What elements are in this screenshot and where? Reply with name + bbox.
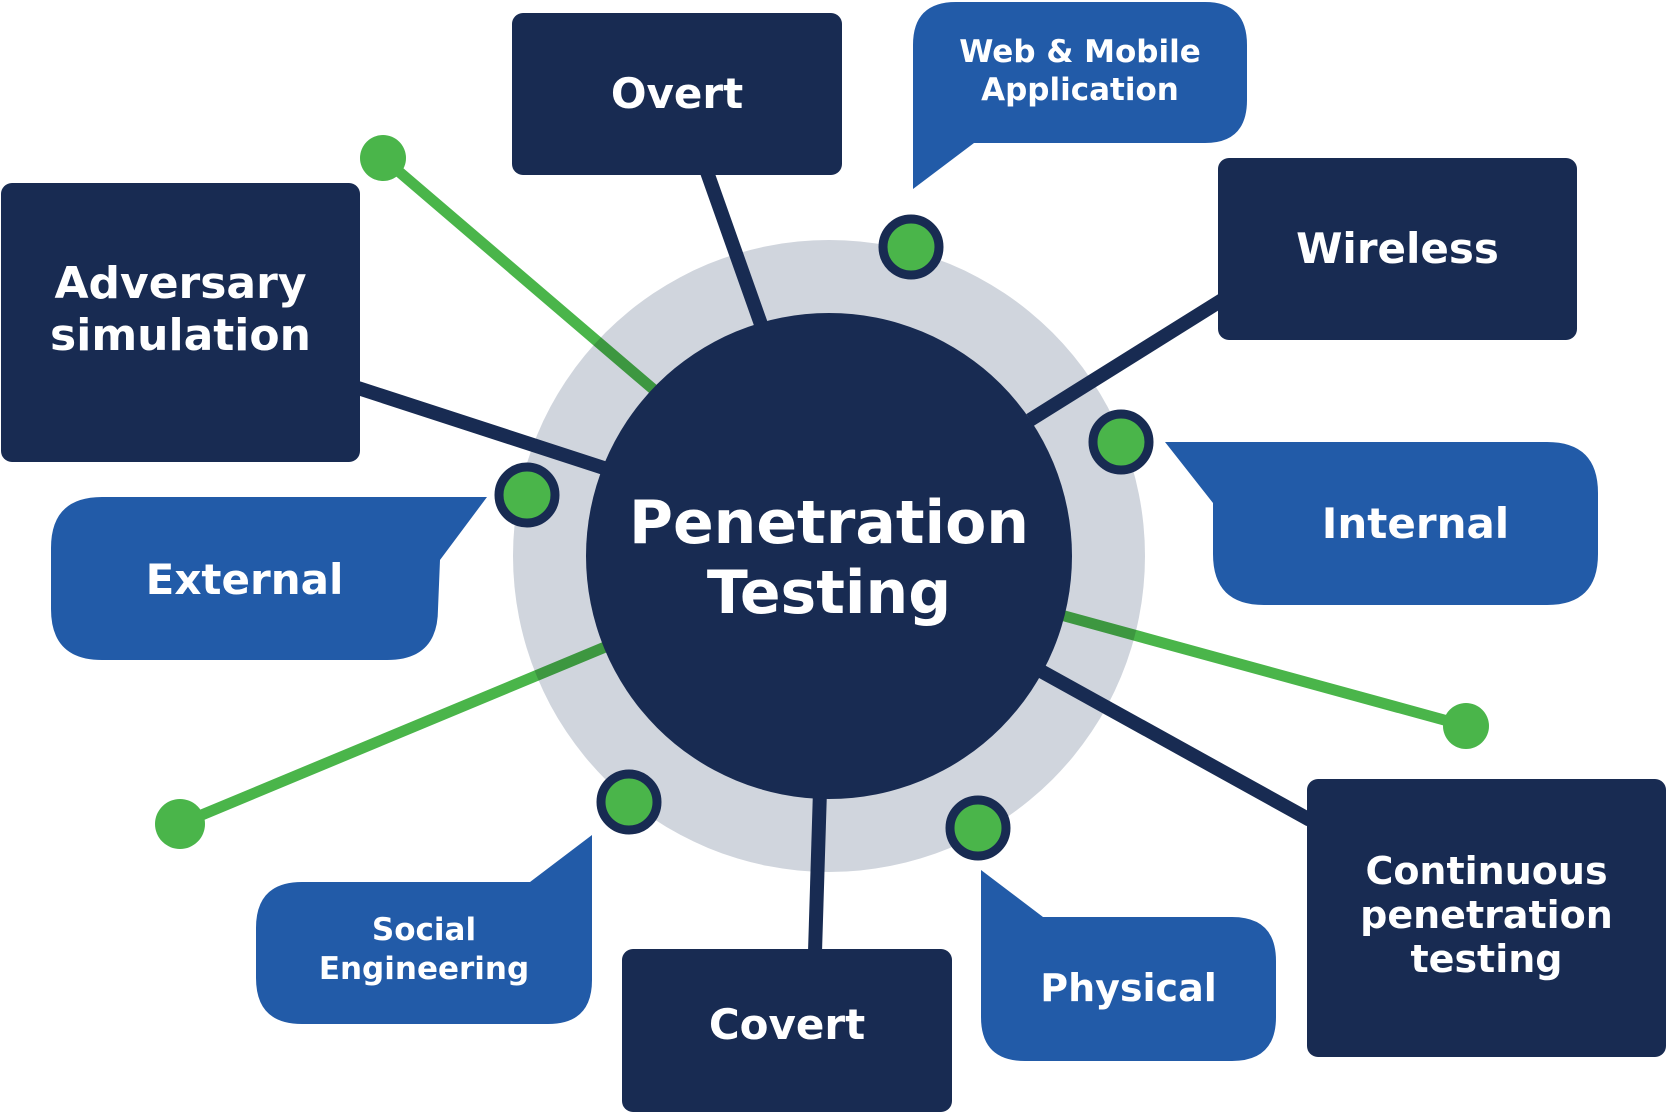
label-physical-text: Physical <box>1040 965 1217 1010</box>
green-endpoint-right <box>1443 703 1489 749</box>
green-line-top-left <box>377 152 666 401</box>
label-adversary: Adversary simulation <box>1 250 360 370</box>
label-continuous-line2: penetration <box>1360 893 1613 937</box>
label-continuous-line1: Continuous <box>1365 849 1608 893</box>
label-external: External <box>51 530 438 630</box>
type-bubbles <box>51 2 1598 1061</box>
label-social-line2: Engineering <box>318 951 530 987</box>
green-line-bottom-left <box>174 639 616 830</box>
label-web-mobile: Web & Mobile Application <box>913 28 1247 114</box>
bubble-internal <box>1165 442 1598 605</box>
connector-covert <box>808 789 827 953</box>
connector-continuous <box>1026 658 1314 827</box>
center-title: Penetration Testing <box>600 478 1058 638</box>
ring-markers <box>494 214 1154 861</box>
label-adversary-line2: simulation <box>50 310 311 361</box>
green-endpoint-top-left <box>360 135 406 181</box>
green-endpoint-bottom-left <box>155 799 205 849</box>
label-social: Social Engineering <box>256 900 592 1000</box>
marker-internal <box>1088 409 1154 475</box>
label-continuous: Continuous penetration testing <box>1307 840 1666 990</box>
connector-adversary <box>355 381 613 477</box>
label-covert: Covert <box>622 980 952 1070</box>
center-title-line2: Testing <box>706 558 952 628</box>
bubble-social <box>256 835 592 1024</box>
label-continuous-line3: testing <box>1410 937 1563 981</box>
label-internal-text: Internal <box>1321 498 1510 548</box>
marker-web-mobile <box>878 214 944 280</box>
green-connectors <box>174 152 1472 830</box>
marker-social <box>596 769 662 835</box>
label-internal: Internal <box>1213 442 1598 605</box>
marker-physical <box>945 795 1011 861</box>
box-covert <box>622 949 952 1112</box>
bubble-web-mobile <box>913 2 1247 189</box>
navy-connectors <box>355 169 1314 953</box>
center-title-line1: Penetration <box>628 488 1030 558</box>
green-line-right <box>1044 606 1472 732</box>
label-wireless: Wireless <box>1218 158 1577 340</box>
box-adversary <box>1 183 360 462</box>
label-wireless-text: Wireless <box>1296 224 1499 273</box>
box-continuous <box>1307 779 1666 1057</box>
label-web-mobile-line2: Application <box>981 72 1179 108</box>
bubble-physical <box>981 870 1276 1061</box>
label-covert-text: Covert <box>708 1000 866 1049</box>
box-overt <box>512 13 842 175</box>
label-external-text: External <box>145 555 344 604</box>
connector-overt <box>700 169 770 333</box>
label-overt: Overt <box>512 13 842 175</box>
marker-external <box>494 462 560 528</box>
label-adversary-line1: Adversary <box>54 258 307 309</box>
bubble-external <box>51 497 487 660</box>
category-boxes <box>1 13 1666 1112</box>
connector-wireless <box>1026 294 1226 426</box>
label-social-line1: Social <box>371 912 477 948</box>
center-circle <box>586 313 1072 799</box>
label-physical: Physical <box>981 940 1276 1035</box>
box-wireless <box>1218 158 1577 340</box>
label-overt-text: Overt <box>610 69 744 118</box>
label-web-mobile-line1: Web & Mobile <box>959 34 1201 70</box>
